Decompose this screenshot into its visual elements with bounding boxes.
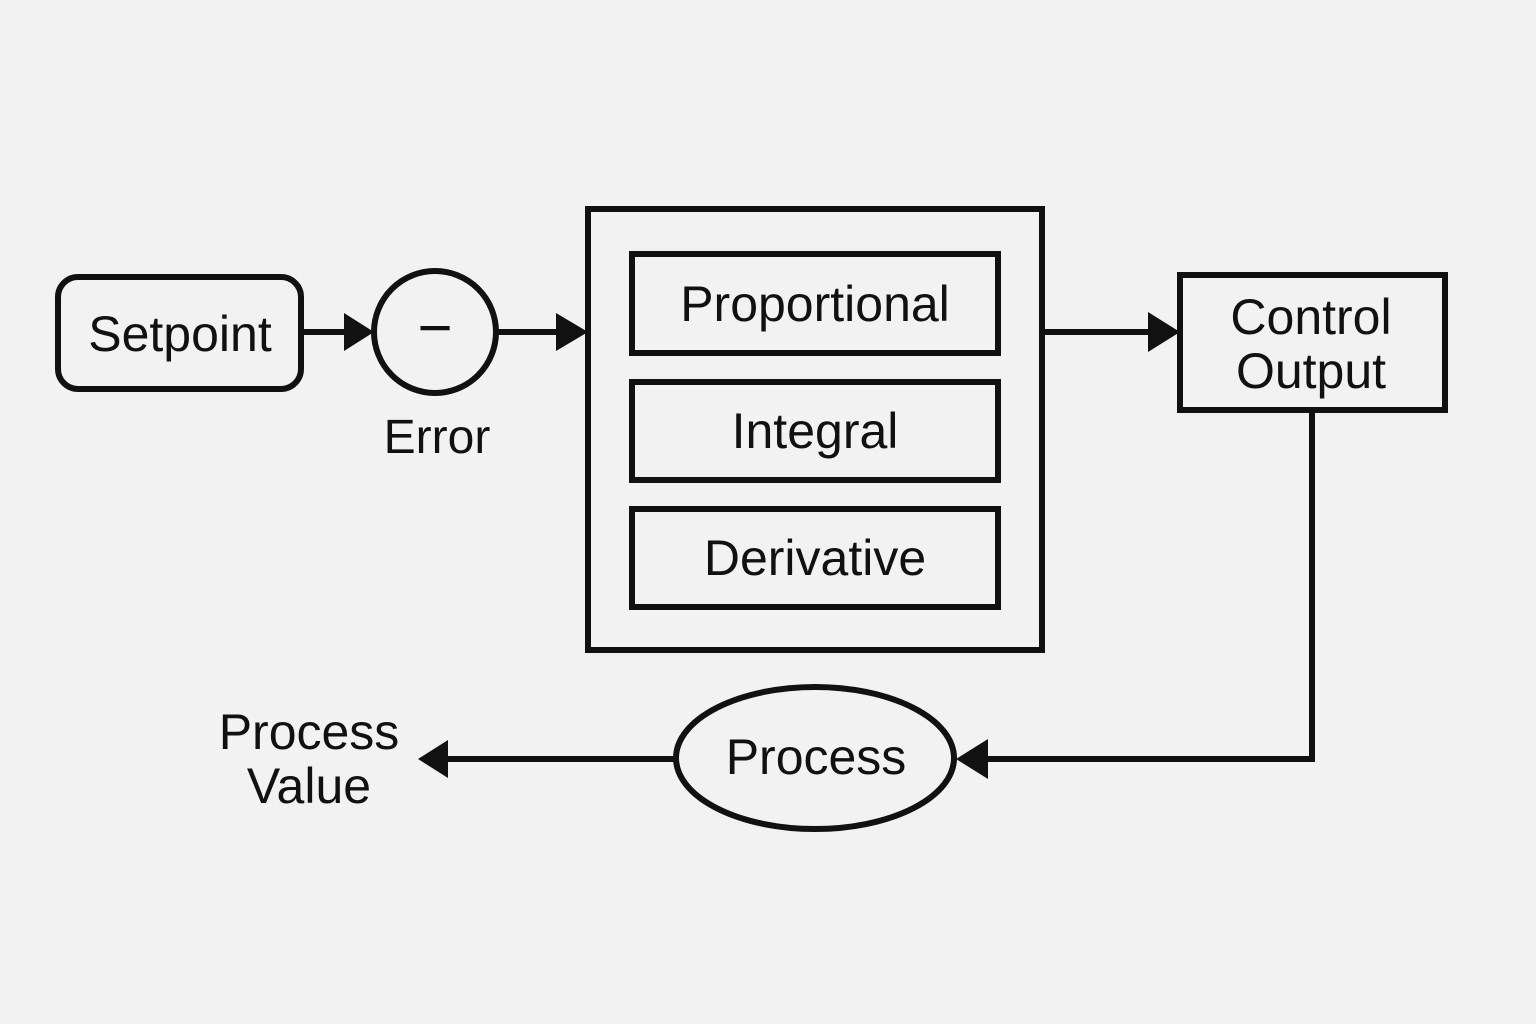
process-value-label-line-1: Process bbox=[219, 704, 400, 760]
integral-box bbox=[629, 379, 1001, 483]
arrowhead-into-control-output bbox=[1148, 312, 1180, 352]
derivative-box bbox=[629, 506, 1001, 610]
process-value-label-line-2: Value bbox=[247, 758, 371, 814]
arrowhead-into-controller bbox=[556, 313, 588, 351]
setpoint-label: Setpoint bbox=[88, 306, 272, 362]
proportional-label: Proportional bbox=[680, 276, 950, 332]
output-to-process-line bbox=[986, 410, 1315, 762]
proportional-box bbox=[629, 251, 1001, 356]
arrowhead-into-junction bbox=[344, 313, 374, 351]
integral-label: Integral bbox=[732, 403, 899, 459]
error-label: Error bbox=[384, 411, 491, 464]
arrowhead-into-process-value bbox=[418, 740, 448, 778]
arrowhead-into-process bbox=[956, 739, 988, 779]
controller-block bbox=[585, 206, 1045, 653]
process-label: Process bbox=[726, 729, 907, 785]
minus-symbol: − bbox=[417, 294, 452, 361]
control-output-label-line-1: Control bbox=[1230, 289, 1391, 345]
control-output-label-line-2: Output bbox=[1236, 343, 1386, 399]
derivative-label: Derivative bbox=[704, 530, 926, 586]
